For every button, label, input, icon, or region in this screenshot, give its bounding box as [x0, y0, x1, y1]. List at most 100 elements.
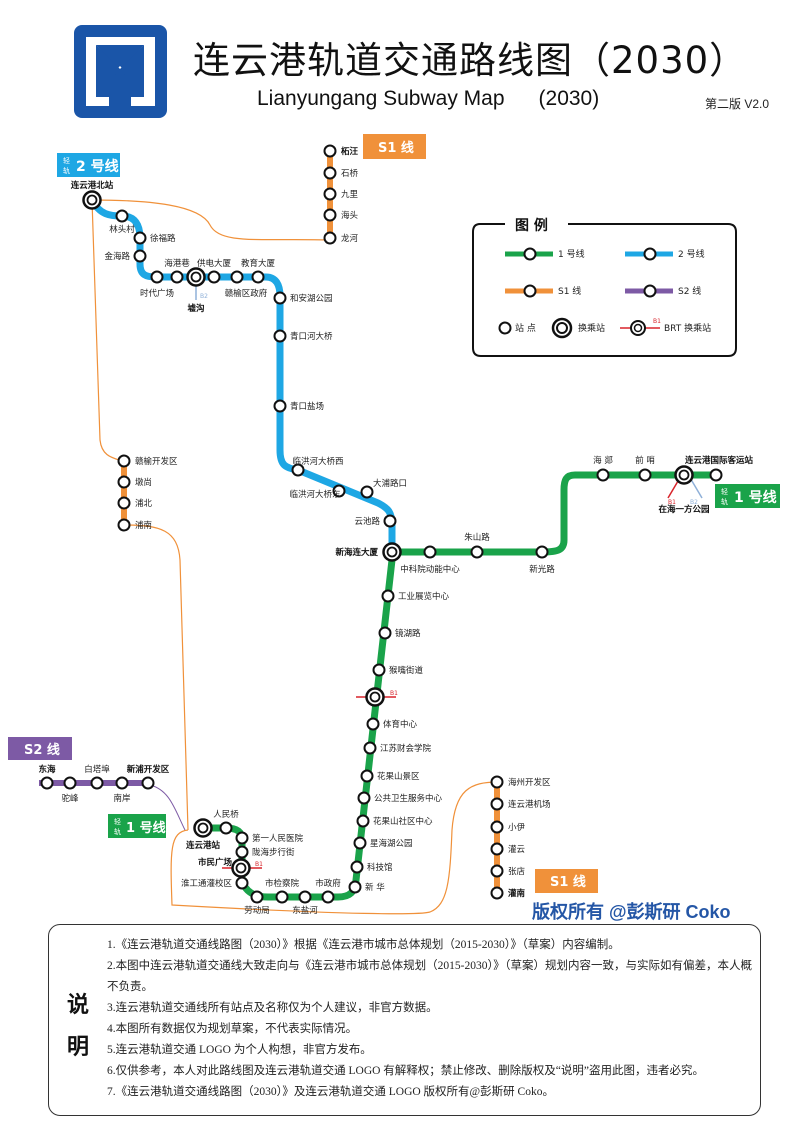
station[interactable]	[170, 270, 184, 284]
legend-label: S2 线	[678, 285, 701, 297]
station[interactable]	[490, 797, 504, 811]
station[interactable]	[490, 820, 504, 834]
interchange-station[interactable]	[382, 542, 402, 562]
station[interactable]	[63, 776, 77, 790]
note-item: 3.连云港轨道交通线所有站点及名称仅为个人建议，非官方数据。	[107, 1002, 438, 1014]
station[interactable]	[115, 776, 129, 790]
station[interactable]	[470, 545, 484, 559]
station[interactable]	[273, 291, 287, 305]
station[interactable]	[273, 329, 287, 343]
station[interactable]	[366, 717, 380, 731]
station[interactable]	[250, 890, 264, 904]
station-label: 体育中心	[383, 719, 418, 730]
interchange-station[interactable]	[365, 687, 385, 707]
station[interactable]	[638, 468, 652, 482]
station[interactable]	[360, 485, 374, 499]
station-label: 连云港国际客运站	[685, 455, 754, 466]
station[interactable]	[332, 484, 346, 498]
station-label: 星海湖公园	[370, 838, 413, 849]
station[interactable]	[709, 468, 723, 482]
station[interactable]	[133, 249, 147, 263]
station[interactable]	[230, 270, 244, 284]
station[interactable]	[381, 589, 395, 603]
note-item: 4.本图所有数据仅为规划草案，不代表实际情况。	[107, 1023, 358, 1035]
interchange-station[interactable]	[674, 465, 694, 485]
station[interactable]	[115, 209, 129, 223]
legend: 图 例 1 号线 2 号线 S1 线 S2 线 站 点 换乘站 B1 BRT 换…	[472, 217, 737, 357]
line1-swatch-icon	[505, 247, 553, 261]
station[interactable]	[117, 496, 131, 510]
station[interactable]	[353, 836, 367, 850]
station[interactable]	[275, 890, 289, 904]
station[interactable]	[141, 776, 155, 790]
legend-label: S1 线	[558, 285, 581, 297]
station-label: 白塔埠	[84, 764, 110, 775]
station[interactable]	[490, 842, 504, 856]
station[interactable]	[235, 876, 249, 890]
station-label: 大浦路口	[373, 478, 407, 489]
interchange-station[interactable]	[186, 267, 206, 287]
station[interactable]	[596, 468, 610, 482]
station[interactable]	[273, 399, 287, 413]
station[interactable]	[40, 776, 54, 790]
station-label: 驼峰	[61, 793, 79, 804]
station-label: 连云港北站	[71, 180, 114, 191]
station[interactable]	[251, 270, 265, 284]
station[interactable]	[378, 626, 392, 640]
station[interactable]	[133, 231, 147, 245]
station[interactable]	[321, 890, 335, 904]
station[interactable]	[323, 187, 337, 201]
station[interactable]	[323, 231, 337, 245]
station-label: 南岸	[113, 793, 131, 804]
station-label: 柘汪	[340, 146, 359, 157]
station[interactable]	[490, 886, 504, 900]
station[interactable]	[117, 454, 131, 468]
badge-prefix-1: 轻	[721, 487, 728, 496]
station-label: 金海路	[104, 251, 130, 262]
station-label: 陇海步行街	[252, 847, 295, 858]
station[interactable]	[323, 144, 337, 158]
note-item: 5.连云港轨道交通 LOGO 为个人构想，非官方发布。	[107, 1044, 372, 1056]
station[interactable]	[291, 463, 305, 477]
station[interactable]	[535, 545, 549, 559]
interchange-station[interactable]	[193, 818, 213, 838]
station[interactable]	[235, 831, 249, 845]
station-label: 云池路	[354, 516, 380, 527]
s2-connector	[149, 784, 186, 831]
station[interactable]	[360, 769, 374, 783]
station[interactable]	[150, 270, 164, 284]
station-label: 林头村	[109, 224, 135, 235]
station[interactable]	[90, 776, 104, 790]
station[interactable]	[323, 208, 337, 222]
legend-label: 换乘站	[578, 322, 605, 334]
interchange-station[interactable]	[231, 858, 251, 878]
station[interactable]	[372, 663, 386, 677]
station-label: 工业展览中心	[398, 591, 450, 602]
interchange-station[interactable]	[82, 190, 102, 210]
station-label: 张店	[508, 866, 526, 877]
interchange-icon	[86, 194, 98, 206]
station[interactable]	[323, 166, 337, 180]
station[interactable]	[298, 890, 312, 904]
station[interactable]	[363, 741, 377, 755]
station[interactable]	[356, 814, 370, 828]
station[interactable]	[490, 864, 504, 878]
station[interactable]	[207, 270, 221, 284]
station[interactable]	[423, 545, 437, 559]
station-label: 淮工通灌校区	[181, 878, 233, 889]
station[interactable]	[219, 821, 233, 835]
note-item: 1.《连云港轨道交通线路图（2030）》根据《连云港市城市总体规划（2015-2…	[107, 939, 620, 951]
station[interactable]	[235, 845, 249, 859]
station[interactable]	[117, 475, 131, 489]
station[interactable]	[350, 860, 364, 874]
station[interactable]	[490, 775, 504, 789]
s1-connector-west	[91, 199, 126, 463]
station[interactable]	[383, 514, 397, 528]
note-item: 2.本图中连云港轨道交通线大致走向与《连云港市城市总体规划（2015-2030）…	[107, 960, 752, 993]
notes-box: 说明 1.《连云港轨道交通线路图（2030）》根据《连云港市城市总体规划（201…	[48, 924, 761, 1116]
station[interactable]	[348, 880, 362, 894]
station[interactable]	[117, 518, 131, 532]
station[interactable]	[357, 791, 371, 805]
badge-prefix-2: 轨	[114, 827, 121, 836]
station-label: 连云港机场	[508, 799, 551, 810]
